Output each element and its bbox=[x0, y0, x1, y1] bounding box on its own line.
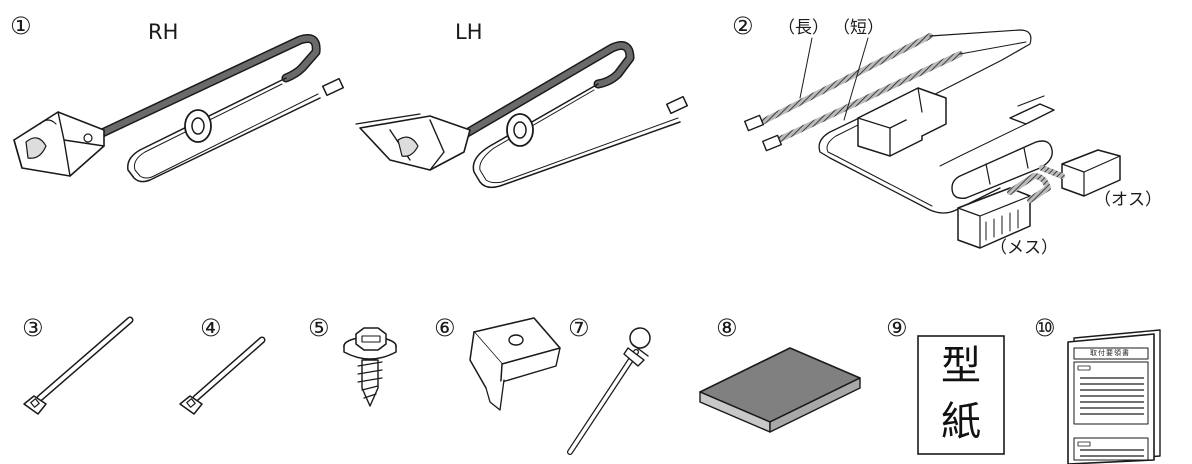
wire-harness bbox=[744, 29, 1121, 249]
template-text-kata: 型 bbox=[941, 343, 981, 389]
template-text-gami: 紙 bbox=[941, 399, 981, 445]
sensor-rh bbox=[13, 34, 345, 183]
cushion-pad bbox=[699, 347, 861, 433]
part-number-2: ② bbox=[732, 12, 754, 40]
sensor-lh bbox=[355, 41, 689, 189]
clip-nut bbox=[469, 317, 561, 411]
manual-title: 取付要領書 bbox=[1090, 349, 1130, 357]
part-number-3: ③ bbox=[22, 314, 44, 342]
label-long: （長） bbox=[778, 18, 829, 38]
cable-tie-large bbox=[23, 316, 134, 415]
part-number-7: ⑦ bbox=[568, 314, 590, 342]
label-short: （短） bbox=[833, 18, 884, 38]
cable-tie-small bbox=[179, 336, 266, 415]
part-number-9: ⑨ bbox=[886, 314, 908, 342]
instruction-manual bbox=[1067, 329, 1161, 464]
part-number-5: ⑤ bbox=[308, 314, 330, 342]
part-number-4: ④ bbox=[200, 314, 222, 342]
side-label-rh: RH bbox=[148, 20, 179, 44]
template-sheet bbox=[917, 335, 1005, 455]
clip-tie bbox=[567, 327, 651, 455]
part-number-6: ⑥ bbox=[434, 314, 456, 342]
side-label-lh: LH bbox=[455, 20, 483, 44]
part-number-10: ⑩ bbox=[1034, 314, 1056, 342]
label-female: （メス） bbox=[990, 238, 1058, 258]
part-number-8: ⑧ bbox=[716, 314, 738, 342]
tapping-screw bbox=[343, 327, 397, 407]
label-male: （オス） bbox=[1094, 190, 1162, 210]
part-number-1: ① bbox=[10, 12, 32, 40]
